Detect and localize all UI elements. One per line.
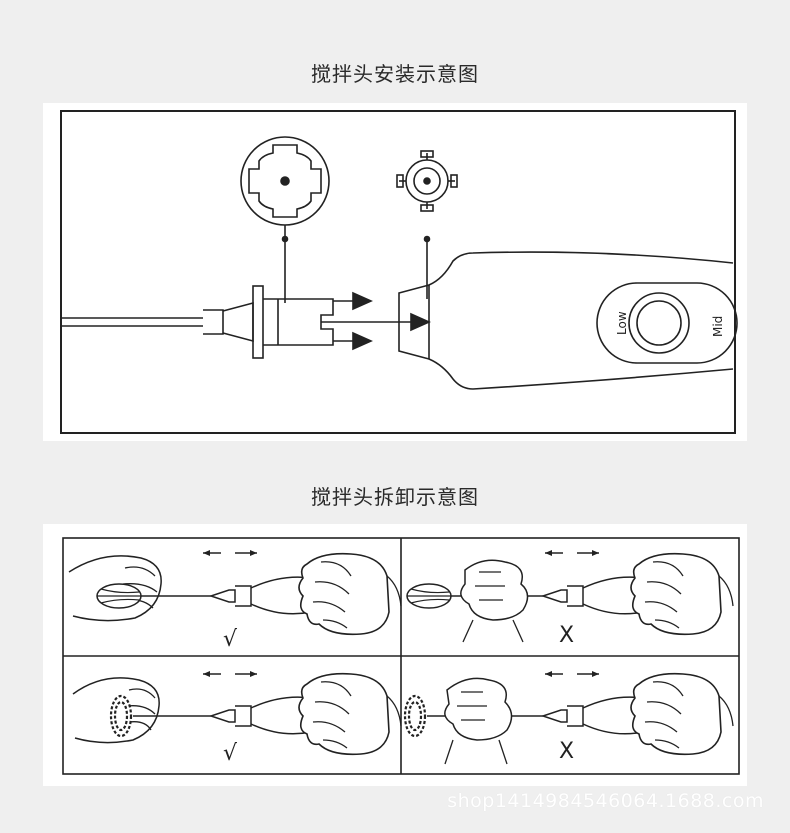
mid-button-label: Mid <box>711 316 725 337</box>
low-speed-button <box>628 292 690 354</box>
low-button-label: Low <box>615 311 629 335</box>
shaft-connector-end-view <box>240 136 330 303</box>
install-diagram: Low Mid <box>60 110 738 434</box>
panel-bottom-left: √ <box>72 670 402 766</box>
install-diagram-panel: Low Mid <box>43 103 747 441</box>
correct-mark: √ <box>223 627 238 652</box>
panel-top-right: X <box>406 549 734 648</box>
insert-arrows <box>321 291 431 351</box>
removal-diagram-panel: √ X √ <box>43 524 747 786</box>
watermark: shop1414984546064.1688.com <box>447 790 764 812</box>
mixer-body <box>398 251 738 390</box>
panel-bottom-right: X <box>403 670 734 765</box>
removal-diagram: √ X √ <box>62 537 740 775</box>
wrong-mark-2: X <box>559 739 574 764</box>
panel-top-left: √ <box>68 549 402 652</box>
socket-end-view <box>396 150 458 299</box>
whisk-shaft <box>61 285 334 359</box>
correct-mark-2: √ <box>223 741 238 766</box>
removal-diagram-title: 搅拌头拆卸示意图 <box>311 485 479 509</box>
install-diagram-title: 搅拌头安装示意图 <box>311 62 479 86</box>
wrong-mark: X <box>559 623 574 648</box>
